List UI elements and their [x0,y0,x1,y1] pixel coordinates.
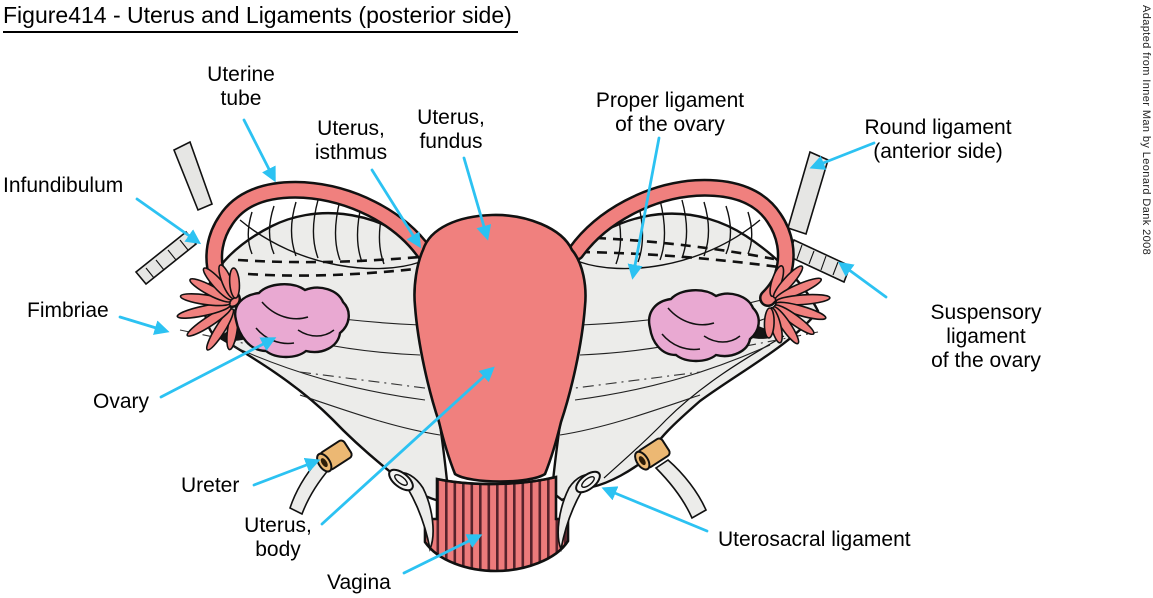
label-uterus-fundus: Uterus, fundus [417,106,485,153]
label-uterus-isthmus: Uterus, isthmus [314,117,388,164]
uterosacral-loop-right [575,470,601,494]
label-infundibulum: Infundibulum [3,174,124,197]
ligament-drape-right [557,473,594,552]
attribution-credit: Adapted from Inner Man by Leonard Dank 2… [1140,5,1152,256]
arrow-ovary [159,337,277,399]
arrow-uterus-fundus [462,156,492,241]
label-proper-ligament-of-the-ovary: Proper ligament of the ovary [595,89,745,136]
arrow-uterus-isthmus [370,168,422,249]
label-ovary: Ovary [93,390,150,413]
arrow-uterosacral-ligament [601,486,709,533]
suspensory-hatch-left [145,239,189,279]
pointer-arrows [118,118,888,575]
hidden-ligament-dashes [237,236,787,277]
ligament-hem-lines [215,335,785,479]
fimbriae-right [763,264,831,345]
ligament-tail-right [654,458,708,520]
arrow-proper-ligament [627,136,661,280]
ligament-drape-left [396,472,434,552]
label-suspensory-ligament-of-the-ovary: Suspensory ligament of the ovary [930,301,1042,372]
ureter-right-shape [634,437,671,471]
vagina-top-edge [436,475,557,486]
arrow-fimbriae [118,315,170,335]
label-uterine-tube: Uterine tube [207,63,275,110]
vagina-shape [423,475,570,573]
suspensory-ligament-left-shape [134,230,198,286]
label-ureter: Ureter [181,474,240,497]
arrow-vagina [402,534,483,575]
fimbriae-left [176,264,241,351]
arrow-suspensory-ligament [837,261,888,299]
arrow-round-ligament [809,141,876,170]
uterosacral-loop-left [388,468,414,492]
arrow-infundibulum [135,197,202,245]
ovary-right-shape [647,289,760,363]
label-uterus-body: Uterus, body [244,514,312,561]
label-round-ligament: Round ligament (anterior side) [864,116,1012,163]
figure-title: Figure414 - Uterus and Ligaments (poster… [3,2,518,33]
mesosalpinx-vessels [239,199,761,270]
round-ligament-left-shape [172,140,214,212]
ligament-tail-left [289,458,332,516]
arrow-ureter [252,457,321,487]
uterus-shape [413,213,587,483]
arrow-uterine-tube [242,118,276,183]
suspensory-hatch-right [796,244,839,276]
arrow-uterus-body [320,366,495,526]
label-uterosacral-ligament: Uterosacral ligament [718,528,911,551]
label-vagina: Vagina [327,571,391,594]
ovary-left-shape [233,283,350,359]
label-fimbriae: Fimbriae [27,299,109,322]
round-ligaments [172,140,829,236]
ovary-right-creases [661,307,741,351]
